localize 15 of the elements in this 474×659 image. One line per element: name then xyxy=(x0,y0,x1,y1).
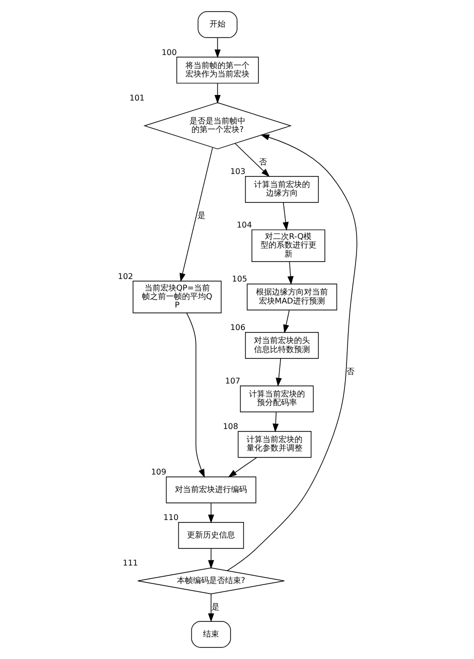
arrow xyxy=(214,82,220,104)
arrow xyxy=(208,548,214,569)
arrow xyxy=(282,202,288,231)
arrow xyxy=(214,38,220,58)
arrow xyxy=(186,312,204,478)
arrow xyxy=(208,502,214,524)
arrow xyxy=(228,457,256,478)
arrow xyxy=(179,147,212,282)
arrow xyxy=(282,310,290,334)
arrow xyxy=(208,594,214,622)
arrow xyxy=(287,261,294,285)
arrow xyxy=(272,412,278,432)
arrow xyxy=(234,143,270,177)
arrow xyxy=(275,358,282,387)
arrow xyxy=(226,134,357,572)
